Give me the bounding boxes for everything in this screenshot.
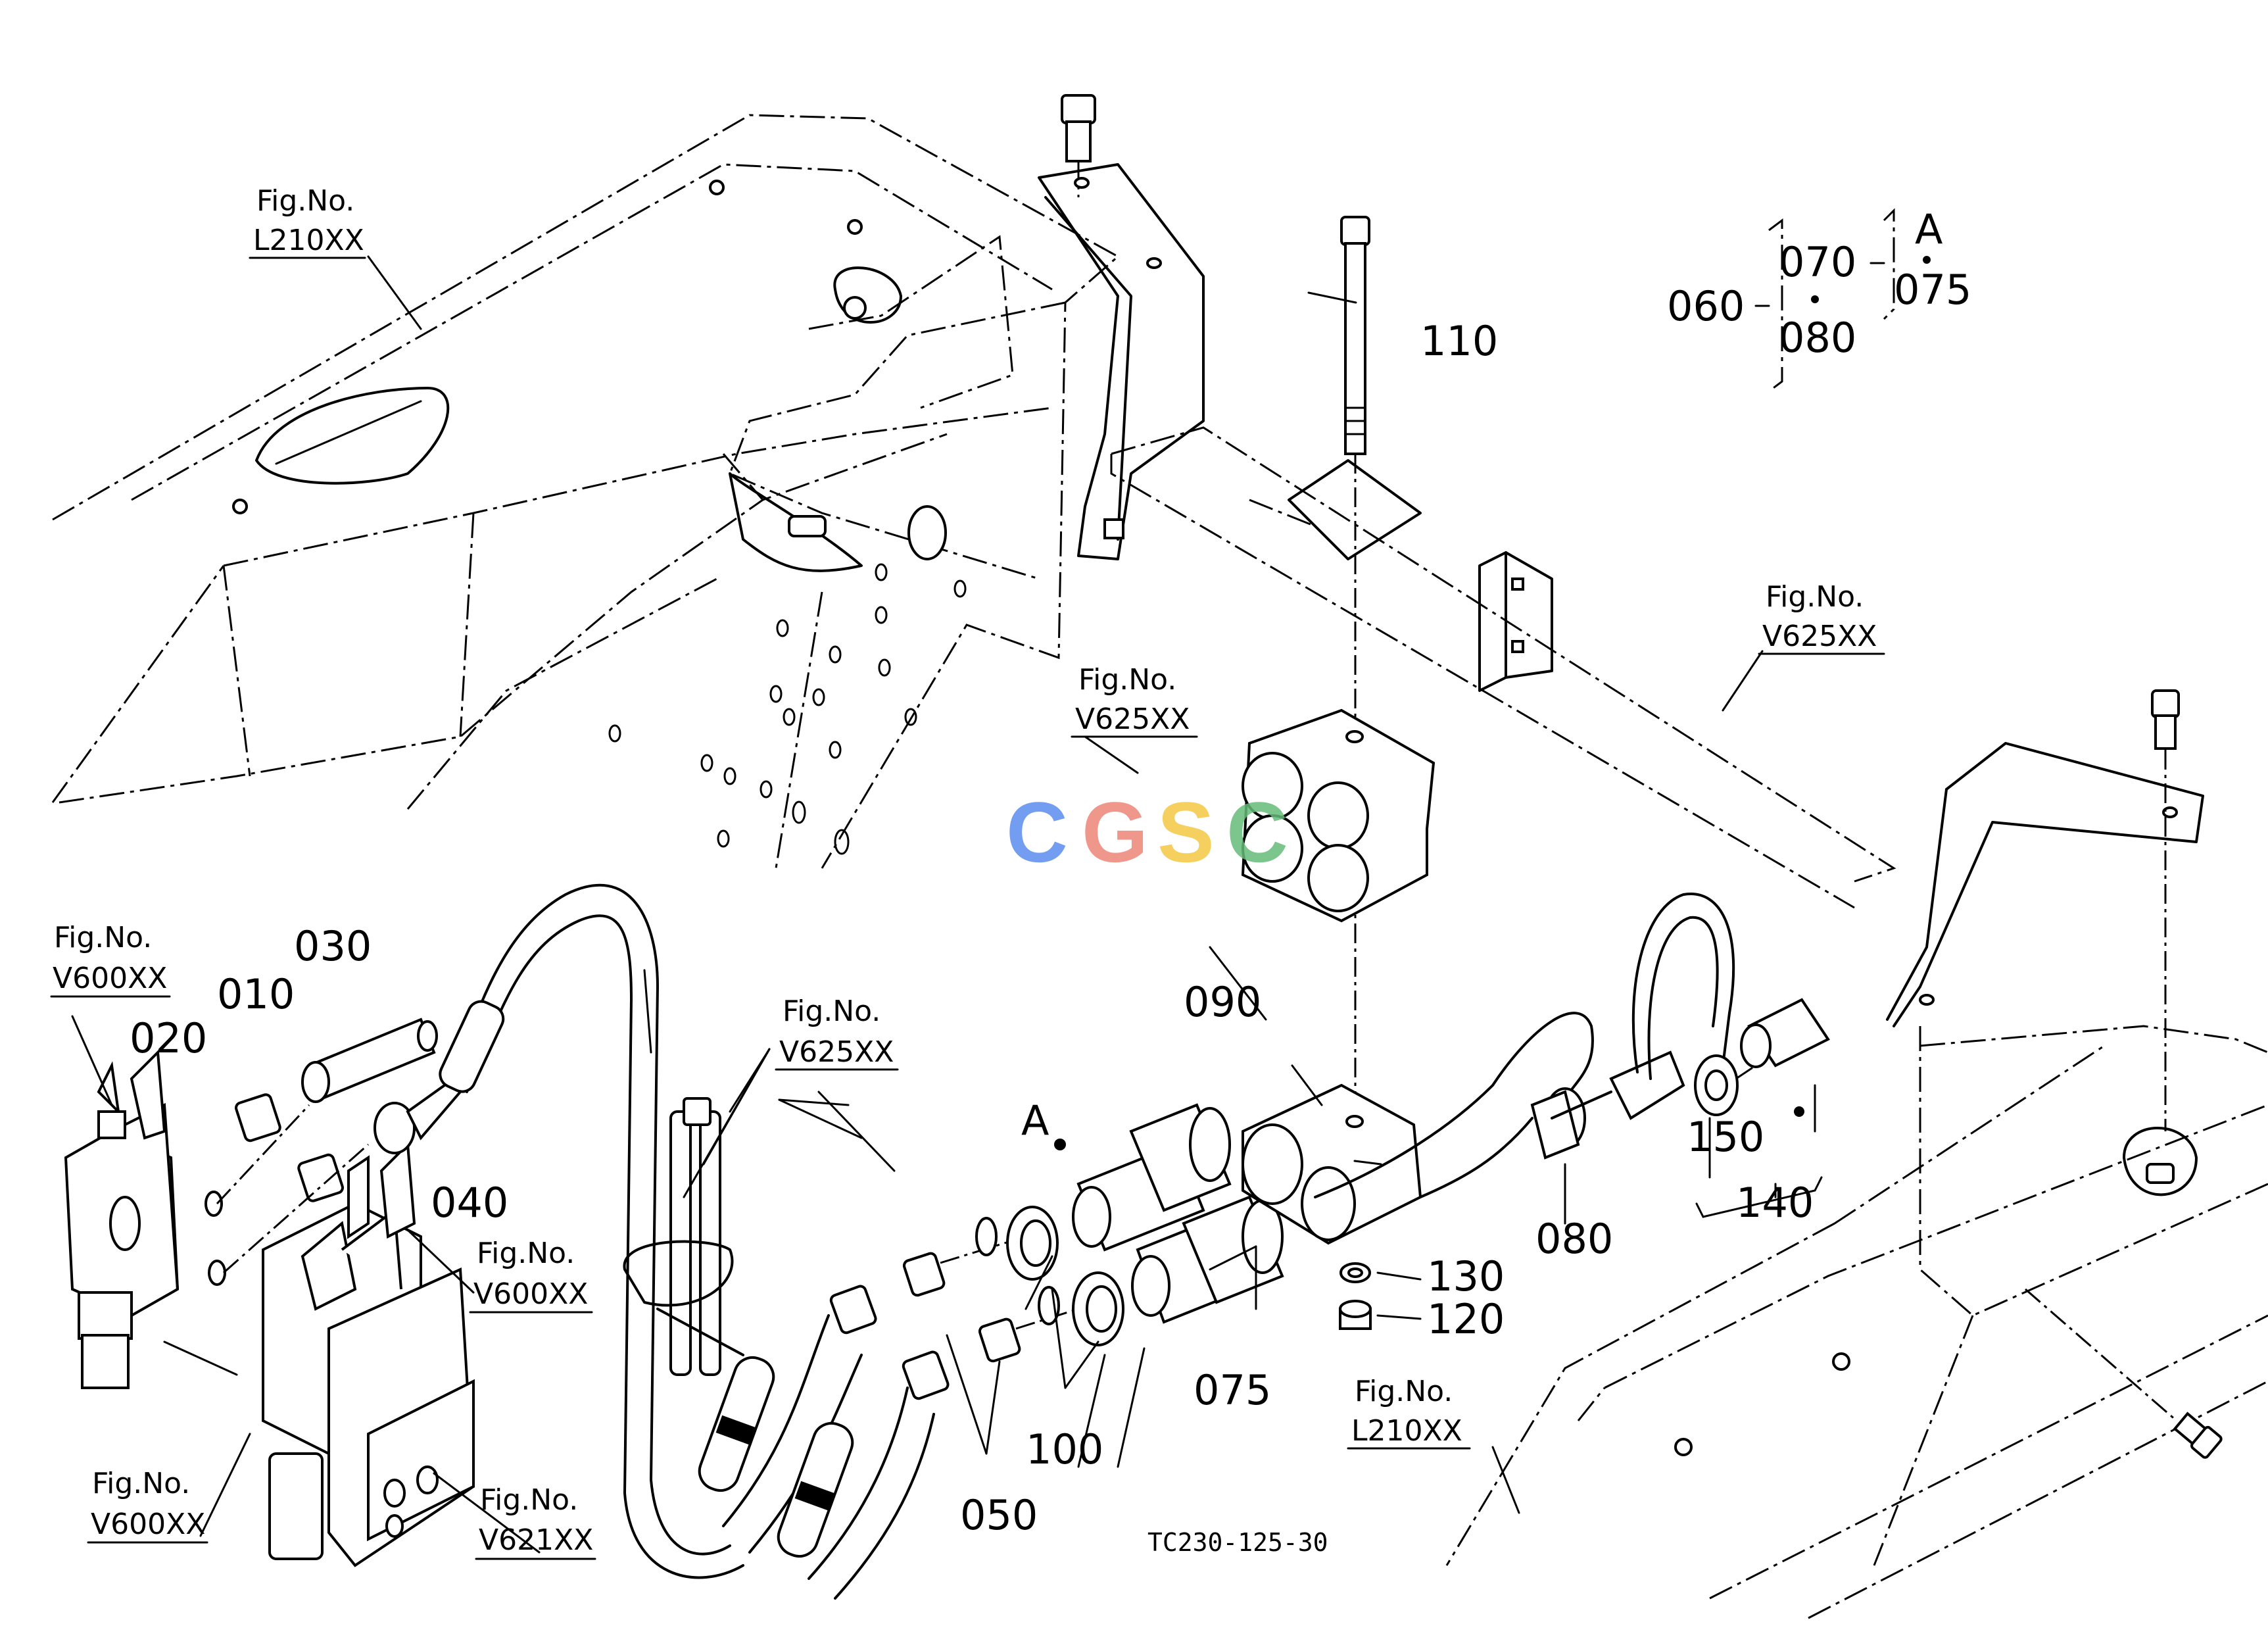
fender-housing-upper-left [51,114,1120,869]
svg-text:Fig.No.: Fig.No. [477,1237,575,1270]
part-grouping-legend: 060 070 080 A 075 [1667,205,1971,393]
figref-v600-left: Fig.No. V600XX [50,921,171,998]
svg-text:L210XX: L210XX [253,224,364,257]
figure-code: TC230-125-30 [1147,1528,1328,1557]
label-130: 130 [1427,1252,1505,1300]
legend-080: 080 [1779,314,1856,362]
flange-bolt-top [1061,94,1096,197]
svg-text:Fig.No.: Fig.No. [256,184,354,218]
svg-text:V625XX: V625XX [1075,702,1190,736]
legend-060: 060 [1667,282,1745,330]
figref-v600-mid: Fig.No. V600XX [469,1237,593,1314]
hole-pattern [608,563,967,855]
svg-text:G: G [1082,784,1148,880]
figref-v600-bottom: Fig.No. V600XX [87,1467,208,1544]
control-valve-left [64,1049,180,1389]
adapters-050 [902,1235,1079,1363]
fender-housing-lower-right [1445,1025,2268,1619]
svg-text:V625XX: V625XX [1762,620,1877,653]
hose-clamp [623,1097,744,1376]
svg-text:Fig.No.: Fig.No. [1078,663,1176,697]
svg-text:V621XX: V621XX [479,1523,593,1557]
long-bolt-110 [1340,216,1370,1131]
label-090: 090 [1184,978,1261,1026]
svg-text:Fig.No.: Fig.No. [1355,1375,1453,1408]
label-030: 030 [294,922,372,970]
label-040: 040 [431,1179,508,1227]
svg-text:V600XX: V600XX [91,1508,205,1541]
cross-frame [1110,426,1896,909]
label-050: 050 [960,1491,1038,1539]
label-110: 110 [1420,317,1498,365]
svg-text:V625XX: V625XX [779,1035,894,1069]
bracket-left [1038,163,1205,560]
label-075: 075 [1194,1366,1271,1414]
svg-text:Fig.No.: Fig.No. [92,1467,190,1500]
figref-l210-bottom: Fig.No. L210XX [1347,1375,1471,1450]
svg-text:L210XX: L210XX [1351,1414,1462,1448]
leader-lines [71,255,1823,1554]
bracket-right [1886,689,2204,1131]
cap-plug-shackle [1314,893,1830,1198]
svg-text:C: C [1226,784,1288,880]
svg-text:V600XX: V600XX [53,962,167,995]
label-150: 150 [1687,1113,1764,1161]
svg-text:Fig.No.: Fig.No. [480,1483,578,1517]
hydraulic-hoses [439,883,950,1600]
label-marker-a: A [1021,1096,1049,1144]
svg-text:Fig.No.: Fig.No. [783,995,881,1028]
watermark-logo: C G S C [1006,784,1288,880]
nut-washer [1339,1262,1372,1330]
svg-text:Fig.No.: Fig.No. [54,921,152,954]
couplers-075 [1072,1103,1284,1324]
svg-text:C: C [1006,784,1068,880]
callouts: 030 010 020 040 050 100 075 090 110 130 … [130,317,1814,1539]
figref-l210-top: Fig.No. L210XX [249,184,366,259]
legend-075: 075 [1894,266,1971,314]
svg-text:V600XX: V600XX [473,1277,588,1311]
control-valve-bottom [262,1141,475,1567]
label-020: 020 [130,1014,207,1062]
legend-a: A [1915,205,1942,253]
legend-070: 070 [1779,238,1856,286]
fittings-upper-left [205,1018,462,1286]
figure-references: Fig.No. L210XX Fig.No. V625XX Fig.No. V6… [50,184,1885,1560]
coupler-holder-upper [1241,708,1436,923]
svg-text:Fig.No.: Fig.No. [1766,580,1864,614]
svg-text:S: S [1157,784,1215,880]
figref-v625-mid: Fig.No. V625XX [1071,663,1198,738]
label-140: 140 [1736,1179,1814,1227]
figref-v621: Fig.No. V621XX [475,1483,596,1560]
figref-v625-right: Fig.No. V625XX [1758,580,1885,655]
label-120: 120 [1427,1295,1505,1343]
label-100: 100 [1026,1425,1103,1473]
label-010: 010 [217,970,295,1018]
figref-v625-hose: Fig.No. V625XX [775,995,899,1071]
label-080: 080 [1535,1215,1613,1263]
